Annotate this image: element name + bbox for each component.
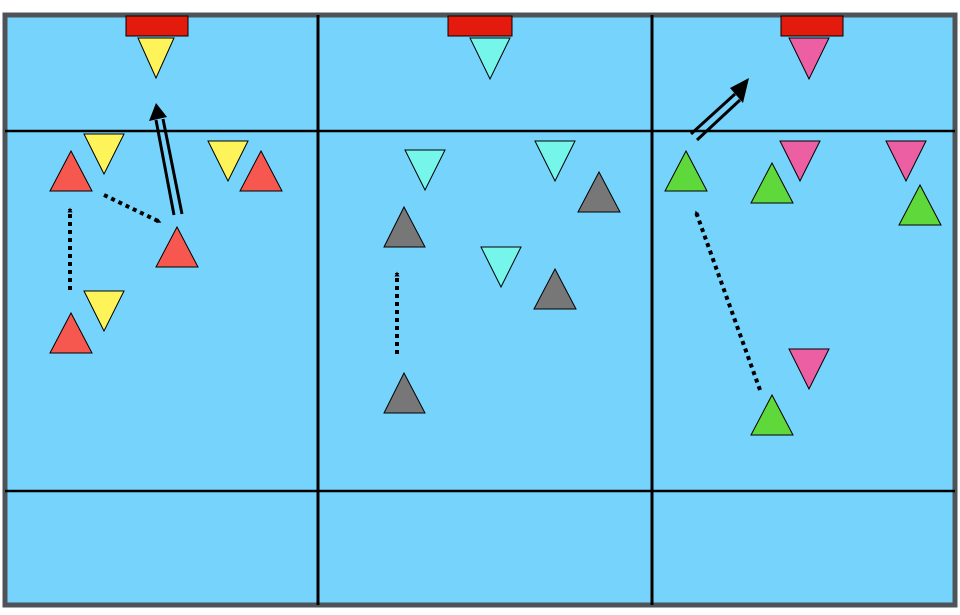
attacker-1 xyxy=(383,205,426,248)
defender-1 xyxy=(404,149,446,192)
defender-goalkeeper xyxy=(137,37,175,80)
defender-1 xyxy=(779,140,821,183)
attacker-3 xyxy=(898,183,942,226)
pass-arrow xyxy=(103,193,162,224)
attacker-1 xyxy=(664,149,708,192)
defender-2 xyxy=(207,140,249,183)
defender-3 xyxy=(480,246,522,289)
defender-3 xyxy=(788,348,830,391)
defender-3 xyxy=(83,290,125,333)
defender-goalkeeper xyxy=(469,37,511,81)
defender-2 xyxy=(885,140,927,183)
defender-goalkeeper xyxy=(788,37,830,81)
attacker-1 xyxy=(49,149,93,192)
shot-arrow-line-b xyxy=(161,118,184,215)
goal-middle xyxy=(447,15,513,37)
shot-arrow-line-b xyxy=(695,98,742,142)
attacker-2 xyxy=(577,170,621,213)
attacker-2 xyxy=(750,161,794,204)
shot-arrow-head xyxy=(730,78,749,103)
panel-left xyxy=(49,37,283,354)
defender-1 xyxy=(83,133,125,176)
goal-right xyxy=(780,15,844,37)
attacker-2 xyxy=(49,311,93,354)
shot-arrow-line-a xyxy=(154,119,176,216)
defender-2 xyxy=(534,140,576,183)
attacker-4 xyxy=(239,149,283,192)
attacker-3 xyxy=(155,225,199,268)
panel-middle xyxy=(383,37,621,414)
attacker-4 xyxy=(750,393,794,436)
shot-arrow-line-a xyxy=(689,92,737,136)
attacker-3 xyxy=(533,267,577,310)
field-background xyxy=(2,12,958,608)
panel-right xyxy=(664,37,942,436)
attacker-4 xyxy=(383,371,426,414)
goal-left xyxy=(125,15,189,37)
shot-arrow-head xyxy=(149,103,167,121)
